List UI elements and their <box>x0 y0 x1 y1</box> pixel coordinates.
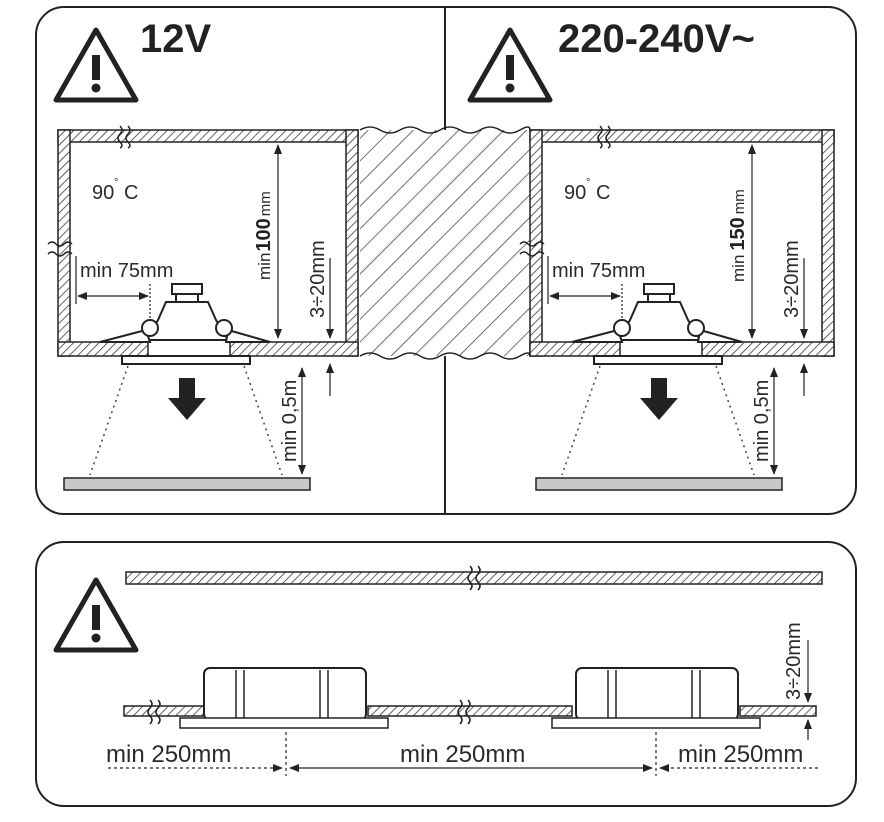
gap-label-right: 3÷20mm <box>781 240 803 318</box>
light-direction-arrow-right <box>640 378 678 420</box>
temperature-left: 90 <box>92 182 114 204</box>
downlight-fixture-right <box>571 283 743 365</box>
gap-label-left: 3÷20mm <box>307 240 329 318</box>
distance-label-right: min 0,5m <box>751 380 773 462</box>
between-spacing: min 250mm <box>400 741 525 768</box>
edge-spacing-right: min 250mm <box>678 741 803 768</box>
transformer-box-left <box>179 667 389 729</box>
voltage-label-right: 220-240V~ <box>558 17 755 61</box>
upper-ceiling-strip <box>125 571 823 585</box>
warning-triangle-icon <box>53 577 139 653</box>
voltage-label-left: 12V <box>140 17 211 61</box>
edge-spacing-left: min 250mm <box>106 741 231 768</box>
side-clearance-left: min 75mm <box>80 260 173 282</box>
warning-triangle-icon <box>53 27 139 103</box>
right-panel: 220-240V~ 90 ° C min150mm 3÷20mm min 75m… <box>467 17 835 491</box>
svg-text:°: ° <box>586 177 590 189</box>
side-clearance-right: min 75mm <box>552 260 645 282</box>
light-direction-arrow-left <box>168 378 206 420</box>
illuminated-surface-right <box>535 477 783 491</box>
left-panel: 12V 90 ° C min100mm 3÷20mm min 75mm <box>47 17 359 491</box>
temperature-unit-right: C <box>596 182 610 204</box>
depth-label-left: min100mm <box>253 191 275 280</box>
bottom-panel-frame <box>35 541 857 807</box>
svg-text:°: ° <box>114 177 118 189</box>
warning-triangle-icon <box>467 27 553 103</box>
gap-label-bottom: 3÷20mm <box>783 622 805 700</box>
downlight-fixture-left <box>99 283 271 365</box>
transformer-box-right <box>551 667 761 729</box>
temperature-unit-left: C <box>124 182 138 204</box>
illuminated-surface-left <box>63 477 311 491</box>
depth-label-right: min150mm <box>727 189 749 282</box>
distance-label-left: min 0,5m <box>279 380 301 462</box>
temperature-right: 90 <box>564 182 586 204</box>
ceiling-beam <box>360 130 530 356</box>
